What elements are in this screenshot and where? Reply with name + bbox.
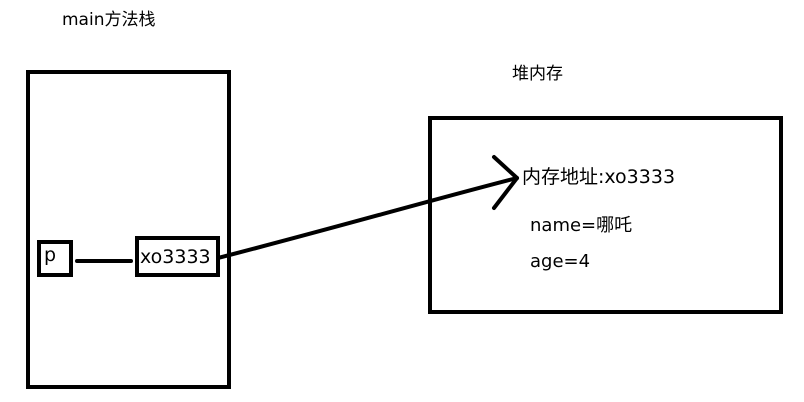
stack-title: main方法栈 <box>62 10 156 30</box>
heap-title: 堆内存 <box>512 64 563 84</box>
variable-p-label: p <box>44 244 57 266</box>
heap-address-label: 内存地址:xo3333 <box>522 166 676 188</box>
main-stack-frame <box>26 70 231 389</box>
variable-p-cell <box>37 240 73 277</box>
heap-age-field: age=4 <box>530 251 591 272</box>
reference-value-label: xo3333 <box>140 246 211 268</box>
heap-name-field: name=哪吒 <box>530 215 633 236</box>
reference-value-cell <box>135 236 220 277</box>
